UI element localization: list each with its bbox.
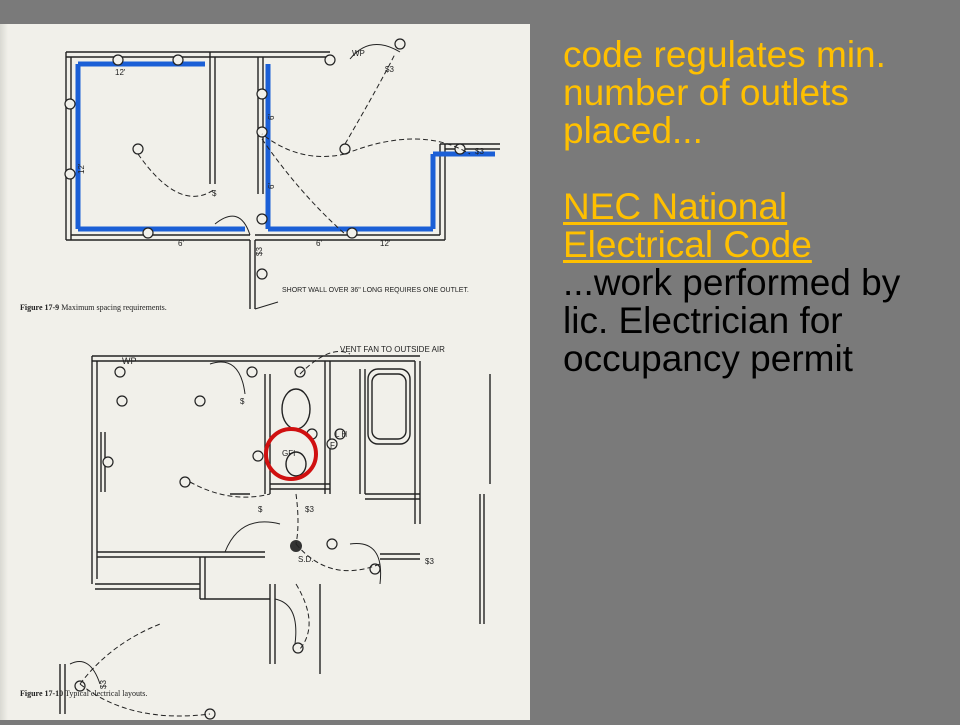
floor-plan-drawings: WP 12' 12' 12' 6' 6' 6' 6' $3 $3 $3 $ SH… bbox=[20, 38, 500, 720]
nec-paragraph: NEC National Electrical Code ...work per… bbox=[563, 188, 943, 378]
note-leader-line bbox=[254, 301, 279, 310]
dim-label-6-c: 6' bbox=[267, 114, 276, 120]
gfi-highlight-circle bbox=[264, 427, 318, 481]
dim-label-12-left: 12' bbox=[77, 163, 86, 174]
short-wall-note: SHORT WALL OVER 36" LONG REQUIRES ONE OU… bbox=[282, 287, 469, 294]
switch-label-door: $ bbox=[212, 189, 217, 198]
switch-label-b2: $ bbox=[258, 505, 263, 514]
dim-label-6-a: 6' bbox=[178, 239, 184, 248]
slide-text-panel: code regulates min. number of outlets pl… bbox=[563, 36, 943, 378]
vent-fan-note: VENT FAN TO OUTSIDE AIR bbox=[340, 345, 445, 354]
switch-label-b4: $3 bbox=[425, 557, 434, 566]
switch-label-hall: $3 bbox=[255, 247, 264, 256]
door-swings-top bbox=[214, 44, 401, 236]
switch-label-right: $3 bbox=[475, 147, 484, 156]
dim-label-12-bottom: 12' bbox=[380, 239, 391, 248]
lh-label: L H bbox=[335, 430, 347, 439]
permit-body-text: ...work performed by lic. Electrician fo… bbox=[563, 262, 901, 379]
dim-label-12: 12' bbox=[115, 68, 126, 77]
figure-top-plan bbox=[65, 51, 500, 309]
floor-plan-scan: WP 12' 12' 12' 6' 6' 6' 6' $3 $3 $3 $ SH… bbox=[0, 24, 530, 720]
switch-label-b1: $ bbox=[240, 397, 245, 406]
outlet-symbols-bottom bbox=[74, 366, 381, 720]
wp-label-top: WP bbox=[352, 49, 365, 58]
page-edge-shadow bbox=[0, 24, 8, 720]
dim-label-6-d: 6' bbox=[267, 183, 276, 189]
door-swings-bottom bbox=[69, 361, 382, 685]
dim-label-6-b: 6' bbox=[316, 239, 322, 248]
smoke-detector-dot bbox=[290, 540, 302, 552]
nec-code-link[interactable]: NEC National Electrical Code bbox=[563, 186, 812, 265]
wiring-arcs-bottom bbox=[79, 351, 381, 717]
switch-label-top: $3 bbox=[385, 65, 394, 74]
switch-label-b5: $3 bbox=[99, 680, 108, 689]
figure-top-caption: Figure 17-9 Maximum spacing requirements… bbox=[20, 303, 167, 312]
wp-label-bottom: WP bbox=[122, 356, 137, 366]
wiring-arcs-top bbox=[137, 53, 471, 235]
switch-label-b3: $3 bbox=[305, 505, 314, 514]
outlet-symbols-top bbox=[64, 38, 466, 280]
wall-highlight bbox=[75, 61, 495, 232]
headline-text: code regulates min. number of outlets pl… bbox=[563, 34, 886, 151]
figure-bottom-caption: Figure 17-10 Typical electrical layouts. bbox=[20, 689, 147, 698]
fan-label: F bbox=[330, 441, 335, 450]
smoke-detector-label: S.D. bbox=[298, 555, 314, 564]
gfi-label: GFI bbox=[282, 449, 295, 458]
figure-bottom-plan bbox=[59, 355, 491, 714]
